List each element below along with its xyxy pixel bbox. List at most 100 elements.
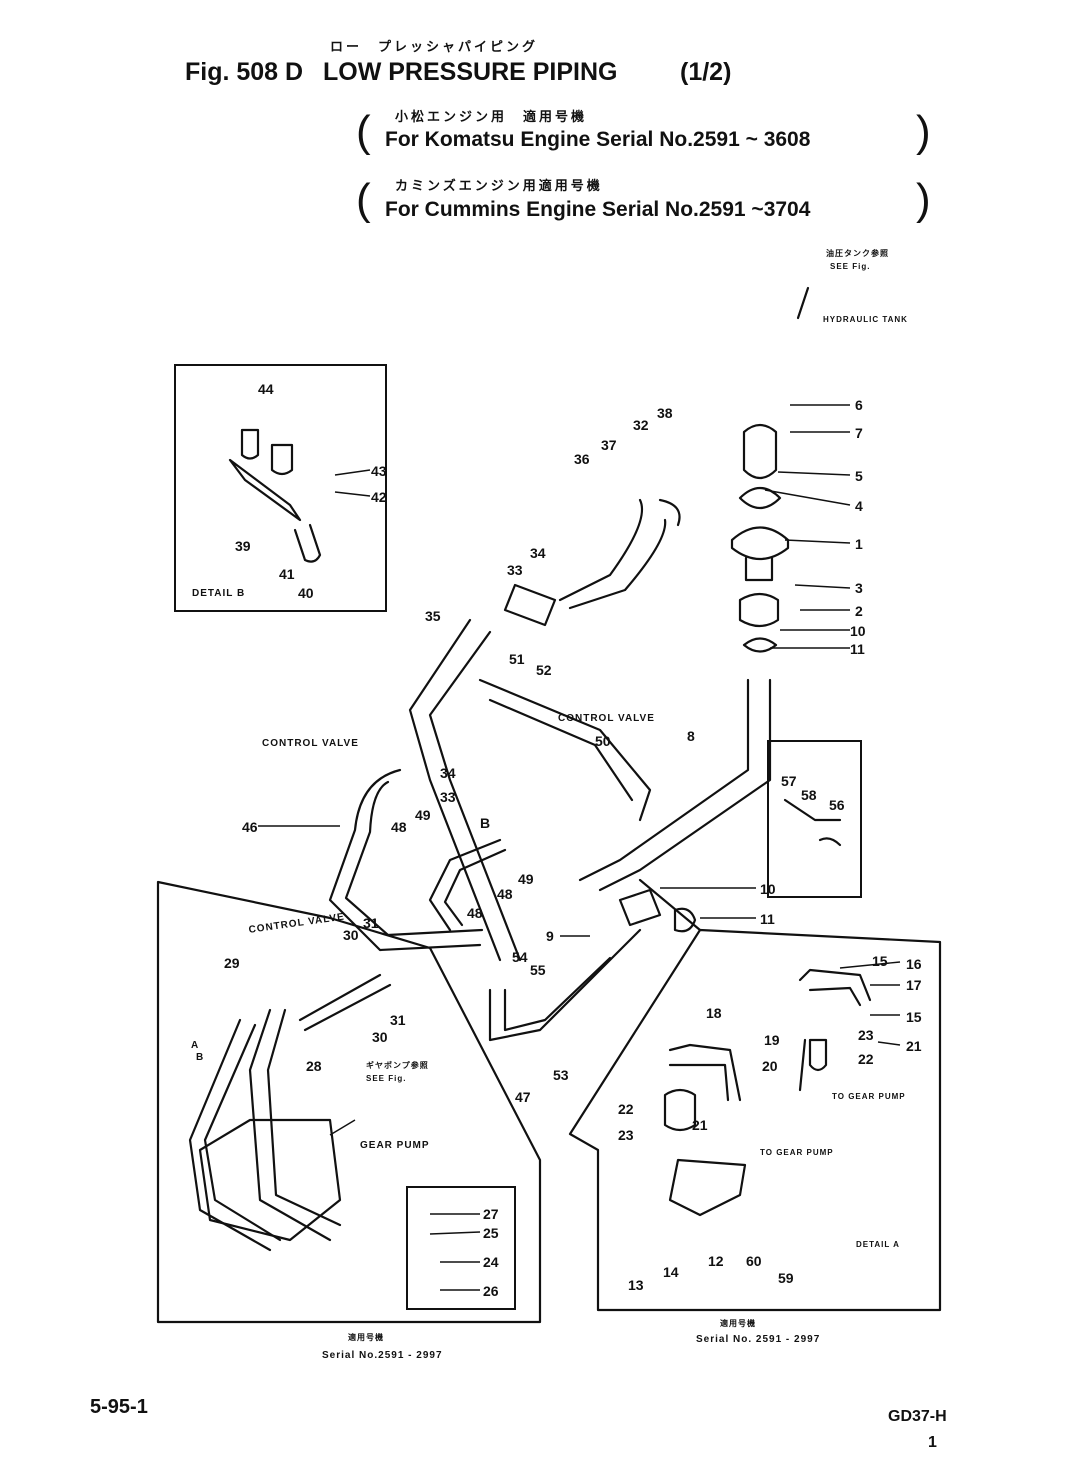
callout-2: 2 [855, 603, 863, 619]
see-fig-japanese: 油圧タンク参照 [826, 249, 889, 258]
callout-10-top: 10 [850, 623, 866, 639]
to-gear-pump-label-1: TO GEAR PUMP [832, 1092, 906, 1101]
callout-20: 20 [762, 1058, 778, 1074]
detail-inset-frame [767, 740, 862, 898]
callout-26: 26 [483, 1283, 499, 1299]
callout-48-left: 48 [391, 819, 407, 835]
callout-23-right: 23 [858, 1027, 874, 1043]
callout-7: 7 [855, 425, 863, 441]
caption-right-japanese: 適用号機 [720, 1319, 756, 1328]
callout-31-top: 31 [363, 915, 379, 931]
detail-a-label: DETAIL A [856, 1240, 900, 1249]
callout-48-mid: 48 [497, 886, 513, 902]
see-fig-label: SEE Fig. [830, 262, 871, 271]
callout-51: 51 [509, 651, 525, 667]
callout-58: 58 [801, 787, 817, 803]
callout-24: 24 [483, 1254, 499, 1270]
detail-b-marker: B [196, 1052, 205, 1063]
callout-43: 43 [371, 463, 387, 479]
callout-15: 15 [906, 1009, 922, 1025]
paren-open-1: ( [356, 107, 371, 156]
callout-21-left: 21 [692, 1117, 708, 1133]
callout-60: 60 [746, 1253, 762, 1269]
detail-a-marker: A [191, 1040, 200, 1051]
caption-left-japanese: 適用号機 [348, 1333, 384, 1342]
callout-10: 10 [760, 881, 776, 897]
callout-33-mid: 33 [440, 789, 456, 805]
page-number: 5-95-1 [90, 1396, 148, 1418]
paren-close-1: ) [916, 107, 931, 156]
callout-18: 18 [706, 1005, 722, 1021]
callout-32: 32 [633, 417, 649, 433]
callout-37: 37 [601, 437, 617, 453]
callout-36: 36 [574, 451, 590, 467]
callout-5: 5 [855, 468, 863, 484]
hydraulic-tank-label: HYDRAULIC TANK [823, 315, 908, 324]
callout-4: 4 [855, 498, 863, 514]
callout-b-marker: B [480, 815, 490, 831]
callout-48-low: 48 [467, 905, 483, 921]
paren-open-2: ( [356, 175, 371, 224]
control-valve-label-left: CONTROL VALVE [262, 738, 359, 749]
callout-17: 17 [906, 977, 922, 993]
callout-6: 6 [855, 397, 863, 413]
callout-15-top: 15 [872, 953, 888, 969]
callout-56: 56 [829, 797, 845, 813]
callout-41: 41 [279, 566, 295, 582]
callout-47: 47 [515, 1089, 531, 1105]
sheet-number: 1 [928, 1434, 937, 1451]
gear-pump-label: GEAR PUMP [360, 1140, 430, 1151]
callout-53: 53 [553, 1067, 569, 1083]
callout-25: 25 [483, 1225, 499, 1241]
callout-39: 39 [235, 538, 251, 554]
callout-59: 59 [778, 1270, 794, 1286]
callout-54: 54 [512, 949, 528, 965]
control-valve-label-right: CONTROL VALVE [558, 713, 655, 724]
callout-1: 1 [855, 536, 863, 552]
callout-23-left: 23 [618, 1127, 634, 1143]
detail-b-label: DETAIL B [192, 588, 246, 599]
cummins-japanese: カミンズエンジン用適用号機 [395, 179, 603, 194]
callout-57: 57 [781, 773, 797, 789]
caption-left-serial: Serial No.2591 - 2997 [322, 1350, 443, 1361]
callout-42: 42 [371, 489, 387, 505]
model-code: GD37-H [888, 1408, 947, 1425]
callout-21-right: 21 [906, 1038, 922, 1054]
callout-12: 12 [708, 1253, 724, 1269]
callout-38: 38 [657, 405, 673, 421]
callout-46: 46 [242, 819, 258, 835]
callout-50: 50 [595, 733, 611, 749]
callout-11-top: 11 [850, 641, 865, 657]
callout-22-right: 22 [858, 1051, 874, 1067]
komatsu-serial-line: For Komatsu Engine Serial No.2591 ~ 3608 [385, 128, 811, 151]
callout-30-top: 30 [343, 927, 359, 943]
cummins-serial-line: For Cummins Engine Serial No.2591 ~3704 [385, 198, 811, 221]
callout-49-left: 49 [415, 807, 431, 823]
callout-14: 14 [663, 1264, 679, 1280]
callout-35: 35 [425, 608, 441, 624]
callout-22-left: 22 [618, 1101, 634, 1117]
callout-34-mid: 34 [440, 765, 456, 781]
see-fig-ref-japanese: ギヤポンプ参照 [366, 1061, 429, 1070]
page-part: (1/2) [680, 58, 732, 86]
paren-close-2: ) [916, 175, 931, 224]
callout-27: 27 [483, 1206, 499, 1222]
callout-19: 19 [764, 1032, 780, 1048]
callout-30-low: 30 [372, 1029, 388, 1045]
detail-b-frame [174, 364, 387, 612]
callout-52: 52 [536, 662, 552, 678]
callout-34-top: 34 [530, 545, 546, 561]
caption-right-serial: Serial No. 2591 - 2997 [696, 1334, 821, 1345]
callout-13: 13 [628, 1277, 644, 1293]
callout-9: 9 [546, 928, 554, 944]
callout-55: 55 [530, 962, 546, 978]
figure-number: Fig. 508 D [185, 58, 304, 86]
see-fig-ref: SEE Fig. [366, 1074, 407, 1083]
callout-28: 28 [306, 1058, 322, 1074]
callout-16: 16 [906, 956, 922, 972]
callout-8: 8 [687, 728, 695, 744]
detail-fittings-frame [406, 1186, 516, 1310]
callout-11: 11 [760, 911, 775, 927]
page-title: LOW PRESSURE PIPING [323, 58, 618, 86]
